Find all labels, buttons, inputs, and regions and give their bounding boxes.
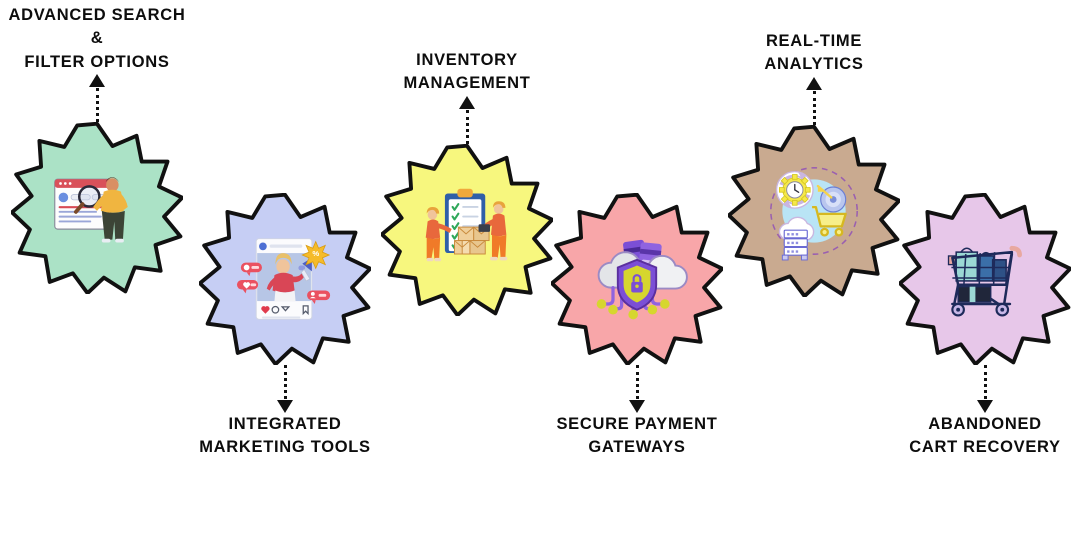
connector-arrow-up-advanced-search (89, 74, 105, 123)
feature-label-inventory-management: INVENTORY MANAGEMENT (403, 51, 531, 93)
arrow-stem (983, 365, 987, 399)
social-media-megaphone-illustration: % (237, 231, 333, 327)
arrow-head-down-icon (277, 400, 293, 413)
badge-advanced-search[interactable] (11, 122, 183, 295)
feature-label-integrated-marketing: INTEGRATED MARKETING TOOLS (199, 415, 371, 457)
badge-real-time-analytics[interactable] (728, 124, 900, 297)
arrow-head-down-icon (629, 400, 645, 413)
svg-text:%: % (312, 249, 319, 258)
arrow-stem (812, 90, 816, 125)
arrow-stem (283, 365, 287, 399)
arrow-head-up-icon (89, 74, 105, 88)
badge-abandoned-cart-recovery[interactable] (899, 193, 1071, 365)
feature-label-abandoned-cart-recovery: ABANDONED CART RECOVERY (909, 415, 1061, 457)
arrow-stem (95, 88, 99, 123)
feature-label-real-time-analytics: REAL-TIME ANALYTICS (764, 32, 864, 74)
arrow-stem (465, 109, 469, 144)
connector-arrow-up-real-time-analytics (806, 76, 822, 125)
feature-real-time-analytics[interactable]: REAL-TIME ANALYTICS (714, 30, 914, 297)
shopping-cart-bags-illustration (937, 231, 1033, 327)
connector-arrow-up-inventory-management (459, 95, 475, 144)
warehouse-clipboard-boxes-illustration (419, 182, 515, 278)
cloud-shield-lock-illustration (589, 231, 688, 327)
arrow-head-up-icon (459, 95, 475, 109)
connector-arrow-down-abandoned-cart-recovery (977, 365, 993, 413)
arrow-head-down-icon (977, 400, 993, 413)
feature-label-secure-payment: SECURE PAYMENT GATEWAYS (556, 415, 718, 457)
arrow-head-up-icon (806, 76, 822, 90)
badge-secure-payment[interactable] (551, 193, 723, 365)
feature-advanced-search[interactable]: ADVANCED SEARCH & FILTER OPTIONS (0, 4, 197, 295)
feature-integrated-marketing[interactable]: % (185, 193, 385, 460)
badge-integrated-marketing[interactable]: % (199, 193, 371, 365)
connector-arrow-down-integrated-marketing (277, 365, 293, 413)
connector-arrow-down-secure-payment (629, 365, 645, 413)
arrow-stem (635, 365, 639, 399)
feature-inventory-management[interactable]: INVENTORY MANAGEMENT (367, 49, 567, 316)
search-magnifier-person-illustration (49, 160, 145, 256)
badge-inventory-management[interactable] (381, 143, 553, 316)
feature-secure-payment[interactable]: SECURE PAYMENT GATEWAYS (537, 193, 737, 460)
feature-label-advanced-search: ADVANCED SEARCH & FILTER OPTIONS (8, 6, 186, 71)
analytics-clock-target-cart-illustration (766, 163, 862, 261)
feature-abandoned-cart-recovery[interactable]: ABANDONED CART RECOVERY (885, 193, 1080, 460)
